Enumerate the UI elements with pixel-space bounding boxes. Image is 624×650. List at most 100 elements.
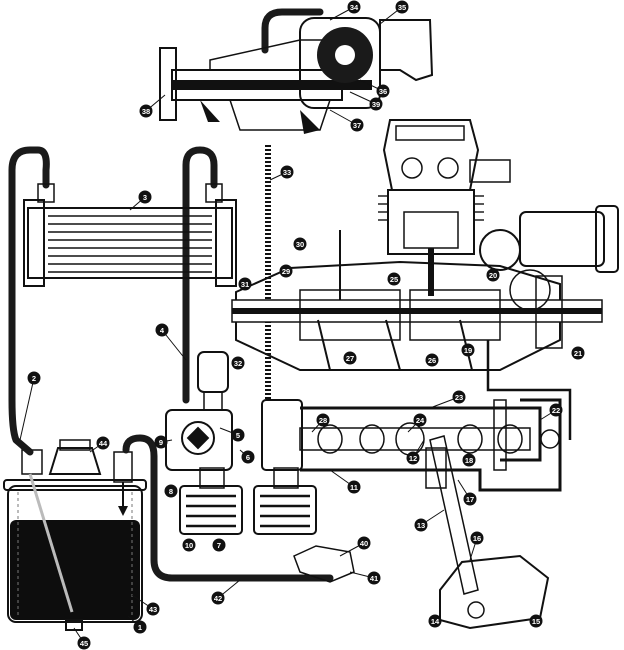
callout-number: 33 bbox=[283, 168, 291, 177]
callout-marker bbox=[182, 538, 196, 552]
oil-line-23 bbox=[300, 406, 542, 462]
tank-filler-cap bbox=[48, 439, 102, 475]
callout-marker bbox=[461, 343, 475, 357]
callout-marker bbox=[486, 268, 500, 282]
callout-marker bbox=[357, 536, 371, 550]
hose-42 bbox=[122, 434, 334, 582]
callout-number: 5 bbox=[236, 431, 240, 440]
callout-number: 31 bbox=[241, 280, 249, 289]
callout-number: 22 bbox=[552, 406, 560, 415]
callout-27: 27 bbox=[343, 351, 357, 365]
callout-41: 41 bbox=[349, 571, 381, 585]
callout-marker bbox=[428, 614, 442, 628]
callout-number: 17 bbox=[466, 495, 474, 504]
camshaft-assembly bbox=[299, 399, 560, 471]
callout-number: 7 bbox=[217, 541, 221, 550]
callout-number: 18 bbox=[465, 456, 473, 465]
oil-line-11 bbox=[300, 398, 562, 492]
callout-marker bbox=[211, 591, 225, 605]
callout-number: 32 bbox=[234, 359, 242, 368]
callout-7: 7 bbox=[212, 538, 226, 552]
callout-marker bbox=[347, 480, 361, 494]
callout-number: 41 bbox=[370, 574, 378, 583]
callout-23: 23 bbox=[429, 390, 466, 409]
callout-12: 12 bbox=[406, 439, 425, 465]
callout-number: 1 bbox=[138, 623, 142, 632]
callout-marker bbox=[395, 0, 409, 14]
oil-line-21 bbox=[486, 340, 572, 440]
callout-number: 26 bbox=[428, 356, 436, 365]
callout-marker bbox=[279, 264, 293, 278]
callout-4: 4 bbox=[155, 323, 187, 361]
callout-35: 35 bbox=[379, 0, 409, 25]
callout-3: 3 bbox=[129, 190, 152, 211]
callout-number: 15 bbox=[532, 617, 540, 626]
callout-number: 39 bbox=[372, 100, 380, 109]
callout-marker bbox=[369, 97, 383, 111]
callout-number: 3 bbox=[143, 193, 147, 202]
callout-number: 9 bbox=[159, 438, 163, 447]
callout-25: 25 bbox=[387, 272, 401, 286]
callout-leader bbox=[19, 377, 35, 441]
callout-36: 36 bbox=[359, 79, 390, 98]
callout-number: 37 bbox=[353, 121, 361, 130]
hose-4 bbox=[182, 146, 218, 404]
callout-number: 44 bbox=[99, 439, 108, 448]
oil-pump-unit bbox=[165, 351, 233, 471]
callout-number: 30 bbox=[296, 240, 304, 249]
callout-14: 14 bbox=[428, 614, 442, 628]
callout-18: 18 bbox=[462, 453, 476, 467]
callout-marker bbox=[231, 428, 245, 442]
callout-marker bbox=[376, 84, 390, 98]
callout-8: 8 bbox=[164, 484, 178, 498]
callout-29: 29 bbox=[279, 264, 293, 278]
engine-cylinder-head bbox=[378, 119, 511, 296]
callout-number: 13 bbox=[417, 521, 425, 530]
callout-9: 9 bbox=[154, 435, 173, 449]
callout-15: 15 bbox=[529, 614, 543, 628]
oil-cooler bbox=[23, 183, 237, 287]
callout-number: 25 bbox=[390, 275, 398, 284]
hose-34 bbox=[261, 8, 324, 54]
oil-filter-right bbox=[253, 399, 317, 535]
oil-union-40 bbox=[293, 545, 355, 583]
callout-marker bbox=[133, 620, 147, 634]
callout-11: 11 bbox=[329, 469, 361, 494]
callout-43: 43 bbox=[131, 594, 160, 616]
callout-marker bbox=[96, 436, 110, 450]
callout-number: 14 bbox=[431, 617, 440, 626]
crankcase bbox=[231, 230, 603, 371]
callout-marker bbox=[463, 492, 477, 506]
callout-marker bbox=[154, 435, 168, 449]
callout-marker bbox=[27, 371, 41, 385]
callout-number: 19 bbox=[464, 346, 472, 355]
callout-13: 13 bbox=[414, 509, 445, 532]
callout-19: 19 bbox=[461, 343, 475, 357]
callout-40: 40 bbox=[339, 536, 371, 557]
callout-34: 34 bbox=[329, 0, 361, 21]
callout-37: 37 bbox=[329, 109, 364, 132]
callout-marker bbox=[462, 453, 476, 467]
callout-marker bbox=[77, 636, 91, 650]
callout-10: 10 bbox=[182, 538, 196, 552]
callout-28: 28 bbox=[311, 413, 330, 433]
callout-marker bbox=[155, 323, 169, 337]
callout-marker bbox=[470, 531, 484, 545]
callout-number: 10 bbox=[185, 541, 193, 550]
callout-31: 31 bbox=[238, 277, 252, 291]
callout-number: 4 bbox=[160, 326, 165, 335]
callout-24: 24 bbox=[407, 413, 427, 433]
callout-6: 6 bbox=[239, 449, 255, 464]
callout-number: 21 bbox=[574, 349, 582, 358]
callout-33: 33 bbox=[269, 165, 294, 181]
callout-number: 45 bbox=[80, 639, 88, 648]
callout-marker bbox=[413, 413, 427, 427]
callout-number: 28 bbox=[319, 416, 327, 425]
callout-marker bbox=[347, 0, 361, 14]
callout-16: 16 bbox=[469, 531, 484, 561]
callout-17: 17 bbox=[457, 479, 477, 506]
callout-number: 35 bbox=[398, 3, 406, 12]
callout-marker bbox=[406, 451, 420, 465]
callout-number: 12 bbox=[409, 454, 417, 463]
